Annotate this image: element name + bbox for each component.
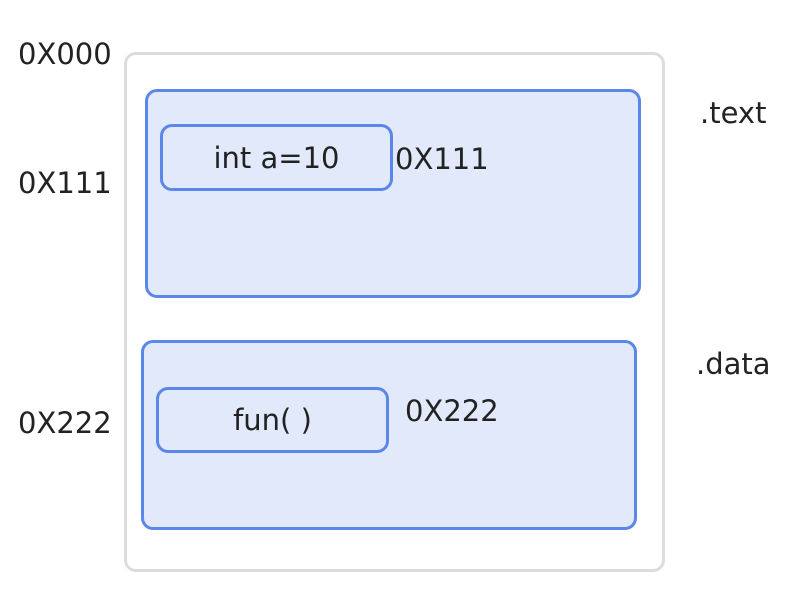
- data-section-label: .data: [696, 347, 771, 381]
- text-section: [145, 89, 641, 298]
- fun-address: 0X222: [405, 394, 499, 428]
- text-section-label: .text: [700, 96, 767, 130]
- address-label-0x111: 0X111: [18, 166, 112, 200]
- int-a-item: int a=10: [160, 124, 393, 191]
- fun-item: fun( ): [156, 387, 389, 453]
- address-label-0x000: 0X000: [18, 37, 112, 71]
- int-a-address: 0X111: [395, 142, 489, 176]
- address-label-0x222: 0X222: [18, 406, 112, 440]
